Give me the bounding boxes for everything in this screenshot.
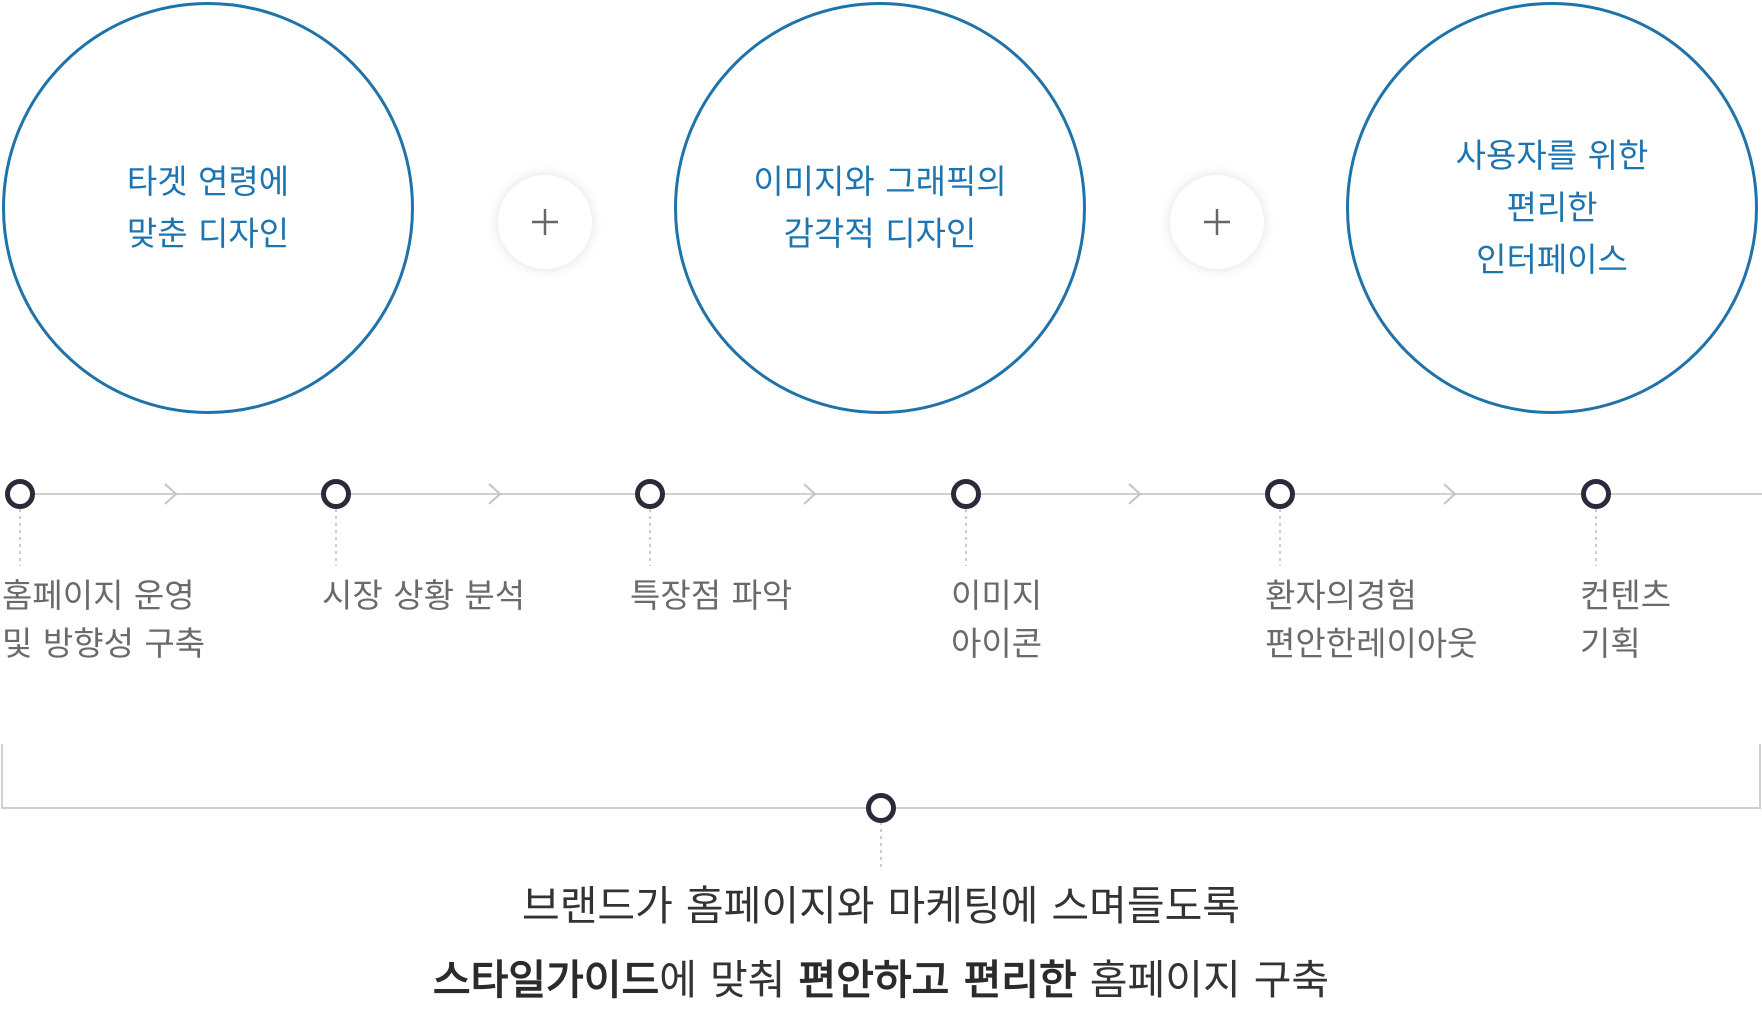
- chevron-right-icon: [803, 483, 817, 505]
- circle-user-interface: 사용자를 위한 편리한 인터페이스: [1346, 2, 1758, 414]
- summary-line-1: 브랜드가 홈페이지와 마케팅에 스며들도록: [0, 878, 1762, 934]
- circle-text: 타겟 연령에 맞춘 디자인: [126, 162, 290, 253]
- step-label: 환자의경험 편안한레이아웃: [1265, 576, 1478, 663]
- circle-text: 이미지와 그래픽의 감각적 디자인: [753, 162, 1007, 253]
- summary-text: 홈페이지 구축: [1076, 956, 1330, 1004]
- summary-line-2: 스타일가이드에 맞춰 편안하고 편리한 홈페이지 구축: [0, 952, 1762, 1008]
- summary-emphasis: 편안하고 편리한: [798, 956, 1077, 1004]
- timeline-node: [1581, 479, 1611, 509]
- timeline-node: [635, 479, 665, 509]
- summary-text: 브랜드가 홈페이지와 마케팅에 스며들도록: [521, 882, 1241, 930]
- chevron-right-icon: [1128, 483, 1142, 505]
- chevron-right-icon: [1443, 483, 1457, 505]
- plus-icon: [1170, 175, 1264, 269]
- timeline-node: [5, 479, 35, 509]
- summary-text: 에 맞춰: [659, 956, 799, 1004]
- step-label: 특장점 파악: [630, 576, 793, 615]
- timeline-node: [321, 479, 351, 509]
- summary-node: [866, 793, 896, 823]
- summary-emphasis: 스타일가이드: [432, 956, 660, 1004]
- chevron-right-icon: [164, 483, 178, 505]
- chevron-right-icon: [488, 483, 502, 505]
- timeline-node: [951, 479, 981, 509]
- step-label: 컨텐츠 기획: [1580, 576, 1672, 663]
- step-label: 홈페이지 운영 및 방향성 구축: [2, 576, 206, 663]
- plus-icon: [498, 175, 592, 269]
- step-label: 시장 상황 분석: [322, 576, 526, 615]
- step-label: 이미지 아이콘: [951, 576, 1043, 663]
- timeline-node: [1265, 479, 1295, 509]
- circle-target-age-design: 타겟 연령에 맞춘 디자인: [2, 2, 414, 414]
- circle-text: 사용자를 위한 편리한 인터페이스: [1455, 136, 1649, 279]
- circle-image-graphic-design: 이미지와 그래픽의 감각적 디자인: [674, 2, 1086, 414]
